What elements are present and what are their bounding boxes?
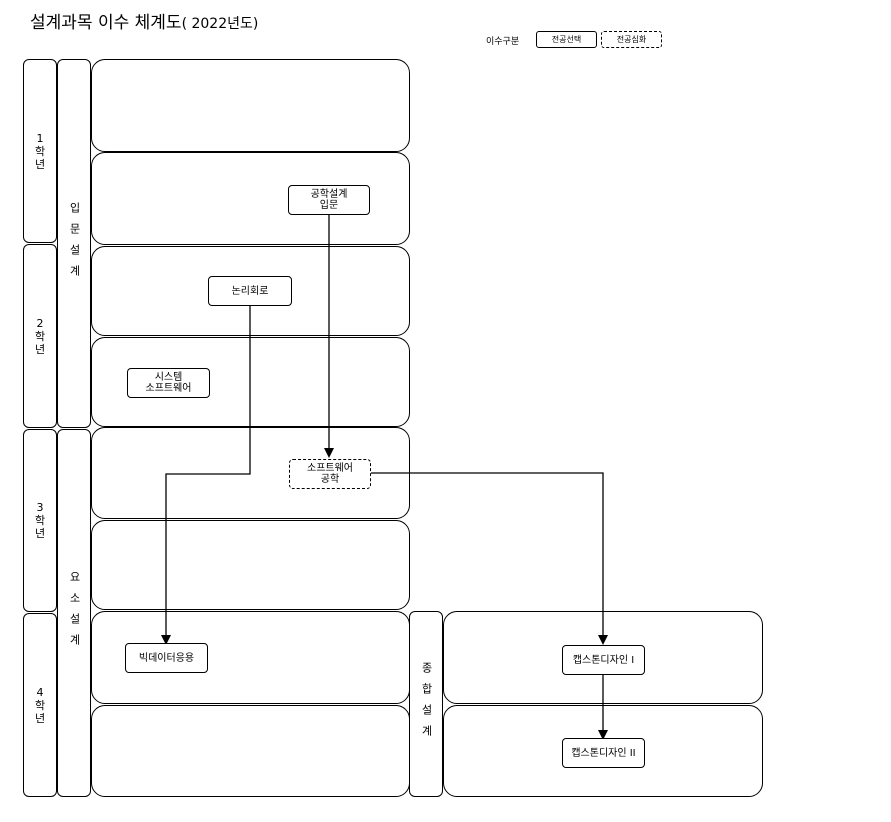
year-3-label: 3 학 년 — [23, 429, 57, 612]
year-2-label: 2 학 년 — [23, 244, 57, 428]
title-year: ( 2022년도) — [181, 16, 259, 32]
course-software-eng: 소프트웨어 공학 — [289, 459, 371, 489]
title-main: 설계과목 이수 체계도 — [30, 13, 182, 33]
course-capstone-1: 캡스톤디자인 I — [562, 645, 645, 675]
design-type-element: 요소설계 — [57, 429, 91, 797]
semester-cell-3-2 — [91, 520, 410, 610]
page-title: 설계과목 이수 체계도( 2022년도) — [30, 8, 258, 33]
semester-cell-1-1 — [91, 59, 410, 152]
semester-cell-1-2 — [91, 152, 410, 245]
course-capstone-2: 캡스톤디자인 II — [562, 738, 645, 768]
semester-cell-4-2 — [91, 705, 410, 797]
year-1-label: 1 학 년 — [23, 59, 57, 243]
course-bigdata: 빅데이터응용 — [125, 643, 208, 673]
design-type-intro-label: 입문설계 — [68, 201, 81, 286]
arrow-logic-to-bigdata — [161, 306, 251, 645]
design-type-intro: 입문설계 — [57, 59, 91, 428]
design-type-element-label: 요소설계 — [68, 571, 81, 655]
course-logic-circuits: 논리회로 — [208, 276, 292, 306]
arrow-software-eng-to-capstone1 — [371, 472, 608, 645]
legend-major-advanced: 전공심화 — [601, 31, 662, 48]
design-type-comprehensive-label: 종합설계 — [420, 662, 433, 746]
course-eng-design-intro: 공학설계 입문 — [288, 185, 370, 215]
year-4-label: 4 학 년 — [23, 613, 57, 797]
legend-label: 이수구분 — [486, 37, 520, 47]
design-type-comprehensive: 종합설계 — [409, 611, 443, 797]
course-system-software: 시스템 소프트웨어 — [127, 368, 210, 398]
semester-cell-4-1 — [91, 611, 410, 704]
legend-major-elective: 전공선택 — [536, 31, 597, 48]
